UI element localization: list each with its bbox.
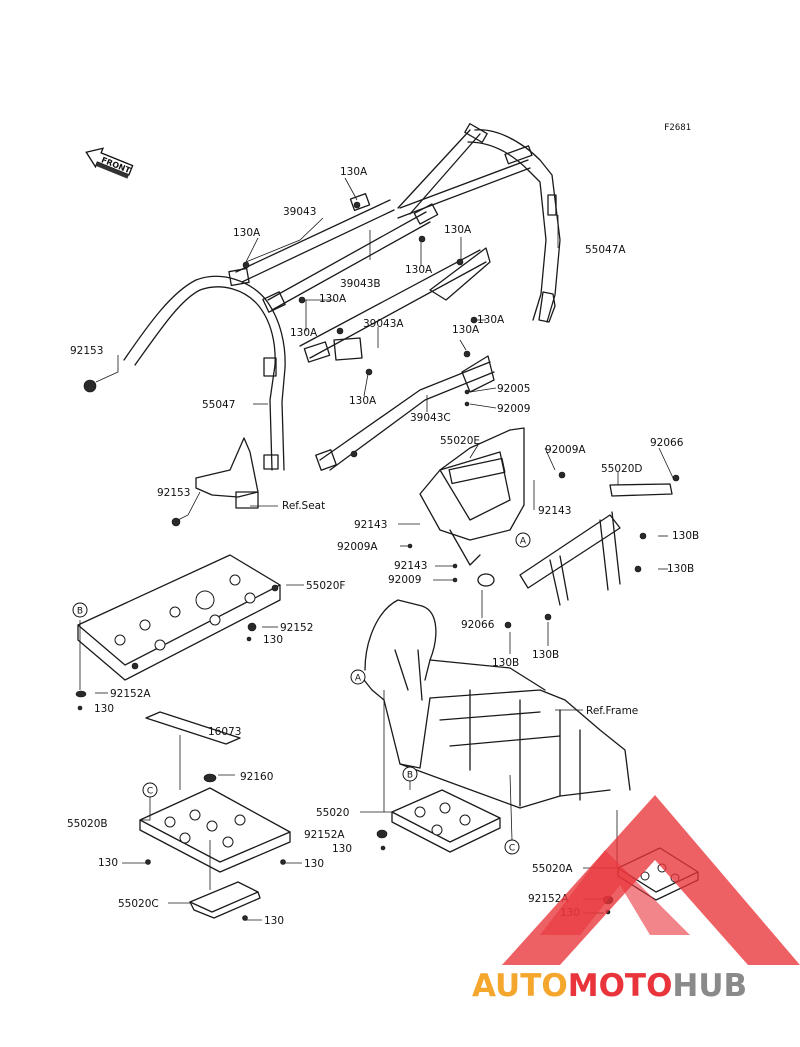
part-130: 130 [98,857,118,869]
part-92066: 92066 [461,619,495,631]
svg-text:C: C [509,844,515,854]
part-130A: 130A [477,314,505,326]
cover-16073 [145,711,241,745]
part-number-labels: 130A 39043 130A 130A 130A 39043B 55047A … [67,166,699,927]
svg-text:C: C [147,787,153,797]
part-92143: 92143 [354,519,387,531]
callout-c-left: C [142,782,158,798]
part-92005: 92005 [497,383,530,395]
watermark-hub: HUB [672,968,747,1004]
part-39043A: 39043A [363,318,404,330]
part-55020C: 55020C [118,898,159,910]
seat-bracket-drawing [419,427,673,606]
part-55020E: 55020E [440,435,480,447]
watermark-auto: AUTO [472,968,568,1004]
callout-b-frame: B [402,766,418,782]
part-39043B: 39043B [340,278,381,290]
watermark-logo: AUTOMOTOHUB [472,795,800,1004]
part-130A: 130A [444,224,472,236]
ref-frame-label: Ref.Frame [586,705,638,717]
part-130: 130 [332,843,352,855]
part-55020B: 55020B [67,818,108,830]
part-92009A: 92009A [545,444,586,456]
skid-plate-55020C [189,881,261,919]
callout-a-frame: A [350,669,366,685]
part-130: 130 [304,858,324,870]
part-92152: 92152 [280,622,313,634]
part-55020F: 55020F [306,580,345,592]
callout-a-top: A [515,532,531,548]
part-130A: 130A [233,227,261,239]
part-92066: 92066 [650,437,684,449]
part-92152A: 92152A [110,688,151,700]
part-130A: 130A [340,166,368,178]
part-92009: 92009 [388,574,421,586]
part-55020A: 55020A [532,863,573,875]
part-130A: 130A [319,293,347,305]
part-130B: 130B [667,563,694,575]
part-55047A: 55047A [585,244,626,256]
leader-lines [79,177,675,921]
part-55047: 55047 [202,399,235,411]
skid-plate-55020F [77,554,281,681]
part-92009A: 92009A [337,541,378,553]
svg-text:B: B [77,607,83,617]
part-55020D: 55020D [601,463,643,475]
svg-text:AUTOMOTOHUB: AUTOMOTOHUB [472,968,747,1004]
skid-plate-55020B [139,773,291,873]
part-92153: 92153 [70,345,103,357]
part-92143: 92143 [538,505,571,517]
part-92152A: 92152A [304,829,345,841]
part-16073: 16073 [208,726,241,738]
callout-b-left: B [72,602,88,618]
part-130A: 130A [290,327,318,339]
frame-drawing [359,599,631,809]
part-130B: 130B [492,657,519,669]
part-130: 130 [263,634,283,646]
part-55020: 55020 [316,807,349,819]
part-39043C: 39043C [410,412,451,424]
part-92160: 92160 [240,771,273,783]
part-130A: 130A [349,395,377,407]
part-130: 130 [264,915,284,927]
svg-text:A: A [355,674,362,684]
figure-number: F2681 [664,123,691,133]
front-arrow-icon: FRONT [85,147,134,179]
svg-text:A: A [520,537,527,547]
skid-plate-55020 [391,789,501,853]
part-92143: 92143 [394,560,427,572]
bolt-icons-cage [83,201,478,527]
part-39043: 39043 [283,206,316,218]
part-130B: 130B [672,530,699,542]
part-130A: 130A [452,324,480,336]
part-130: 130 [94,703,114,715]
callout-c-frame: C [504,839,520,855]
part-130B: 130B [532,649,559,661]
ref-seat-label: Ref.Seat [282,500,325,512]
svg-text:B: B [407,771,413,781]
fastener-icons [75,471,680,921]
part-92153: 92153 [157,487,190,499]
part-92009: 92009 [497,403,530,415]
watermark-moto: MOTO [568,968,673,1004]
part-130A: 130A [405,264,433,276]
roll-cage-drawing [123,123,561,509]
